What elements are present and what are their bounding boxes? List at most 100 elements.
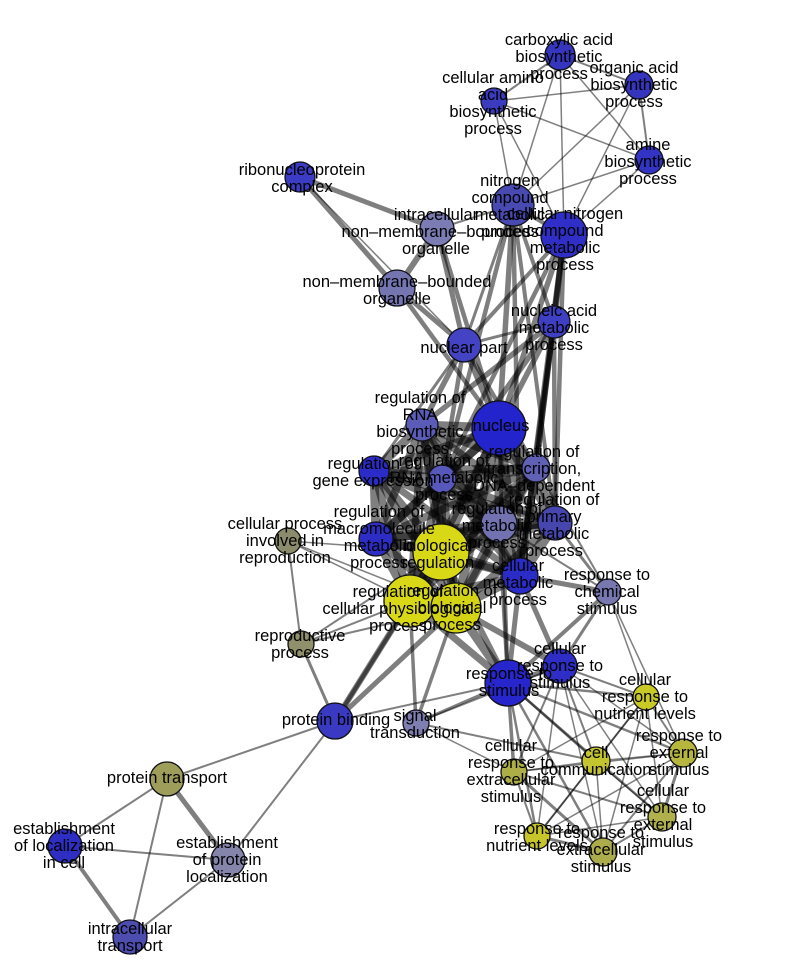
svg-text:response to: response to xyxy=(466,665,552,683)
svg-text:macromolecule: macromolecule xyxy=(323,520,435,538)
svg-text:process: process xyxy=(464,120,522,138)
svg-text:process: process xyxy=(271,644,329,662)
svg-text:stimulus: stimulus xyxy=(633,833,694,851)
svg-text:biological: biological xyxy=(404,537,473,555)
svg-text:response to: response to xyxy=(564,566,650,584)
svg-text:organic acid: organic acid xyxy=(590,59,679,77)
svg-text:process: process xyxy=(391,440,449,458)
svg-text:cellular physiological: cellular physiological xyxy=(322,600,473,618)
svg-text:stimulus: stimulus xyxy=(479,682,540,700)
svg-text:process: process xyxy=(525,336,583,354)
svg-text:response to: response to xyxy=(636,727,722,745)
svg-text:response to: response to xyxy=(620,799,706,817)
svg-text:nutrient levels: nutrient levels xyxy=(486,837,588,855)
svg-text:organelle: organelle xyxy=(363,290,431,308)
svg-text:nuclear part: nuclear part xyxy=(420,339,508,357)
svg-text:cellular process: cellular process xyxy=(228,515,343,533)
svg-text:regulation of: regulation of xyxy=(353,583,444,601)
svg-text:process: process xyxy=(489,591,547,609)
svg-text:complex: complex xyxy=(271,178,333,196)
svg-text:cellular nitrogen: cellular nitrogen xyxy=(507,205,623,223)
svg-text:stimulus: stimulus xyxy=(649,761,710,779)
svg-text:chemical: chemical xyxy=(574,583,639,601)
svg-text:biosynthetic: biosynthetic xyxy=(515,48,602,66)
svg-text:stimulus: stimulus xyxy=(530,674,591,692)
svg-text:regulation of: regulation of xyxy=(334,503,425,521)
svg-text:intracellular: intracellular xyxy=(394,206,479,224)
svg-text:regulation of: regulation of xyxy=(328,455,419,473)
svg-text:transport: transport xyxy=(97,937,163,955)
svg-text:transcription,: transcription, xyxy=(487,460,581,478)
svg-text:reproduction: reproduction xyxy=(239,549,331,567)
svg-text:cellular amino: cellular amino xyxy=(442,69,544,87)
svg-text:response to: response to xyxy=(494,820,580,838)
svg-text:response to: response to xyxy=(517,657,603,675)
svg-text:regulation of: regulation of xyxy=(452,500,543,518)
svg-text:of localization: of localization xyxy=(14,837,114,855)
svg-text:response to: response to xyxy=(602,688,688,706)
svg-text:biological: biological xyxy=(418,599,487,617)
svg-text:communication: communication xyxy=(541,761,652,779)
svg-text:nitrogen: nitrogen xyxy=(480,172,540,190)
svg-text:stimulus: stimulus xyxy=(481,788,542,806)
svg-text:signal: signal xyxy=(393,707,436,725)
svg-text:metabolic: metabolic xyxy=(344,537,415,555)
svg-text:biosynthetic: biosynthetic xyxy=(604,153,691,171)
svg-text:regulation of: regulation of xyxy=(489,443,580,461)
svg-text:regulation of: regulation of xyxy=(399,452,490,470)
svg-text:establishment: establishment xyxy=(176,834,278,852)
svg-text:stimulus: stimulus xyxy=(571,858,632,876)
svg-text:cellular: cellular xyxy=(534,640,587,658)
svg-text:process: process xyxy=(415,486,473,504)
svg-text:metabolic: metabolic xyxy=(519,319,590,337)
svg-text:nucleic acid: nucleic acid xyxy=(511,302,597,320)
svg-text:RNA metabolic: RNA metabolic xyxy=(389,469,498,487)
svg-text:of protein: of protein xyxy=(193,851,262,869)
svg-text:metabolic: metabolic xyxy=(530,239,601,257)
svg-text:ribonucleoprotein: ribonucleoprotein xyxy=(239,161,366,179)
svg-text:response to: response to xyxy=(558,824,644,842)
svg-text:regulation: regulation xyxy=(402,554,474,572)
svg-text:protein transport: protein transport xyxy=(107,769,228,787)
svg-text:cell: cell xyxy=(584,744,609,762)
svg-text:external: external xyxy=(650,744,709,762)
svg-text:cellular: cellular xyxy=(619,671,672,689)
svg-text:non–membrane–bounded: non–membrane–bounded xyxy=(342,223,531,241)
svg-text:metabolic: metabolic xyxy=(519,525,590,543)
svg-text:response to: response to xyxy=(468,754,554,772)
svg-text:process: process xyxy=(369,617,427,635)
svg-text:RNA: RNA xyxy=(403,406,438,424)
svg-text:metabolic: metabolic xyxy=(483,574,554,592)
svg-text:reproductive: reproductive xyxy=(255,627,346,645)
svg-text:protein binding: protein binding xyxy=(282,711,390,729)
svg-text:cellular: cellular xyxy=(485,737,538,755)
svg-text:transduction: transduction xyxy=(370,724,460,742)
svg-text:amine: amine xyxy=(626,136,671,154)
svg-text:localization: localization xyxy=(186,868,268,886)
svg-text:gene expression: gene expression xyxy=(312,472,433,490)
svg-text:extracellular: extracellular xyxy=(467,771,556,789)
svg-text:acid: acid xyxy=(478,86,508,104)
svg-text:process: process xyxy=(423,616,481,634)
svg-text:process: process xyxy=(525,542,583,560)
svg-text:regulation of: regulation of xyxy=(509,491,600,509)
svg-text:involved in: involved in xyxy=(246,532,324,550)
svg-text:metabolic: metabolic xyxy=(462,517,533,535)
svg-text:nutrient levels: nutrient levels xyxy=(594,705,696,723)
svg-text:biosynthetic: biosynthetic xyxy=(449,103,536,121)
svg-text:compound: compound xyxy=(526,222,603,240)
svg-text:compound: compound xyxy=(471,189,548,207)
svg-text:process: process xyxy=(536,256,594,274)
svg-text:nucleus: nucleus xyxy=(473,417,530,435)
svg-text:intracellular: intracellular xyxy=(88,920,173,938)
svg-text:biosynthetic: biosynthetic xyxy=(376,423,463,441)
svg-text:regulation of: regulation of xyxy=(407,582,498,600)
svg-text:extracellular: extracellular xyxy=(557,841,646,859)
svg-text:cellular: cellular xyxy=(637,782,690,800)
svg-text:stimulus: stimulus xyxy=(577,600,638,618)
svg-text:process: process xyxy=(530,65,588,83)
svg-text:process: process xyxy=(481,223,539,241)
svg-text:regulation of: regulation of xyxy=(375,389,466,407)
svg-text:cellular: cellular xyxy=(492,557,545,575)
svg-text:primary: primary xyxy=(526,508,582,526)
